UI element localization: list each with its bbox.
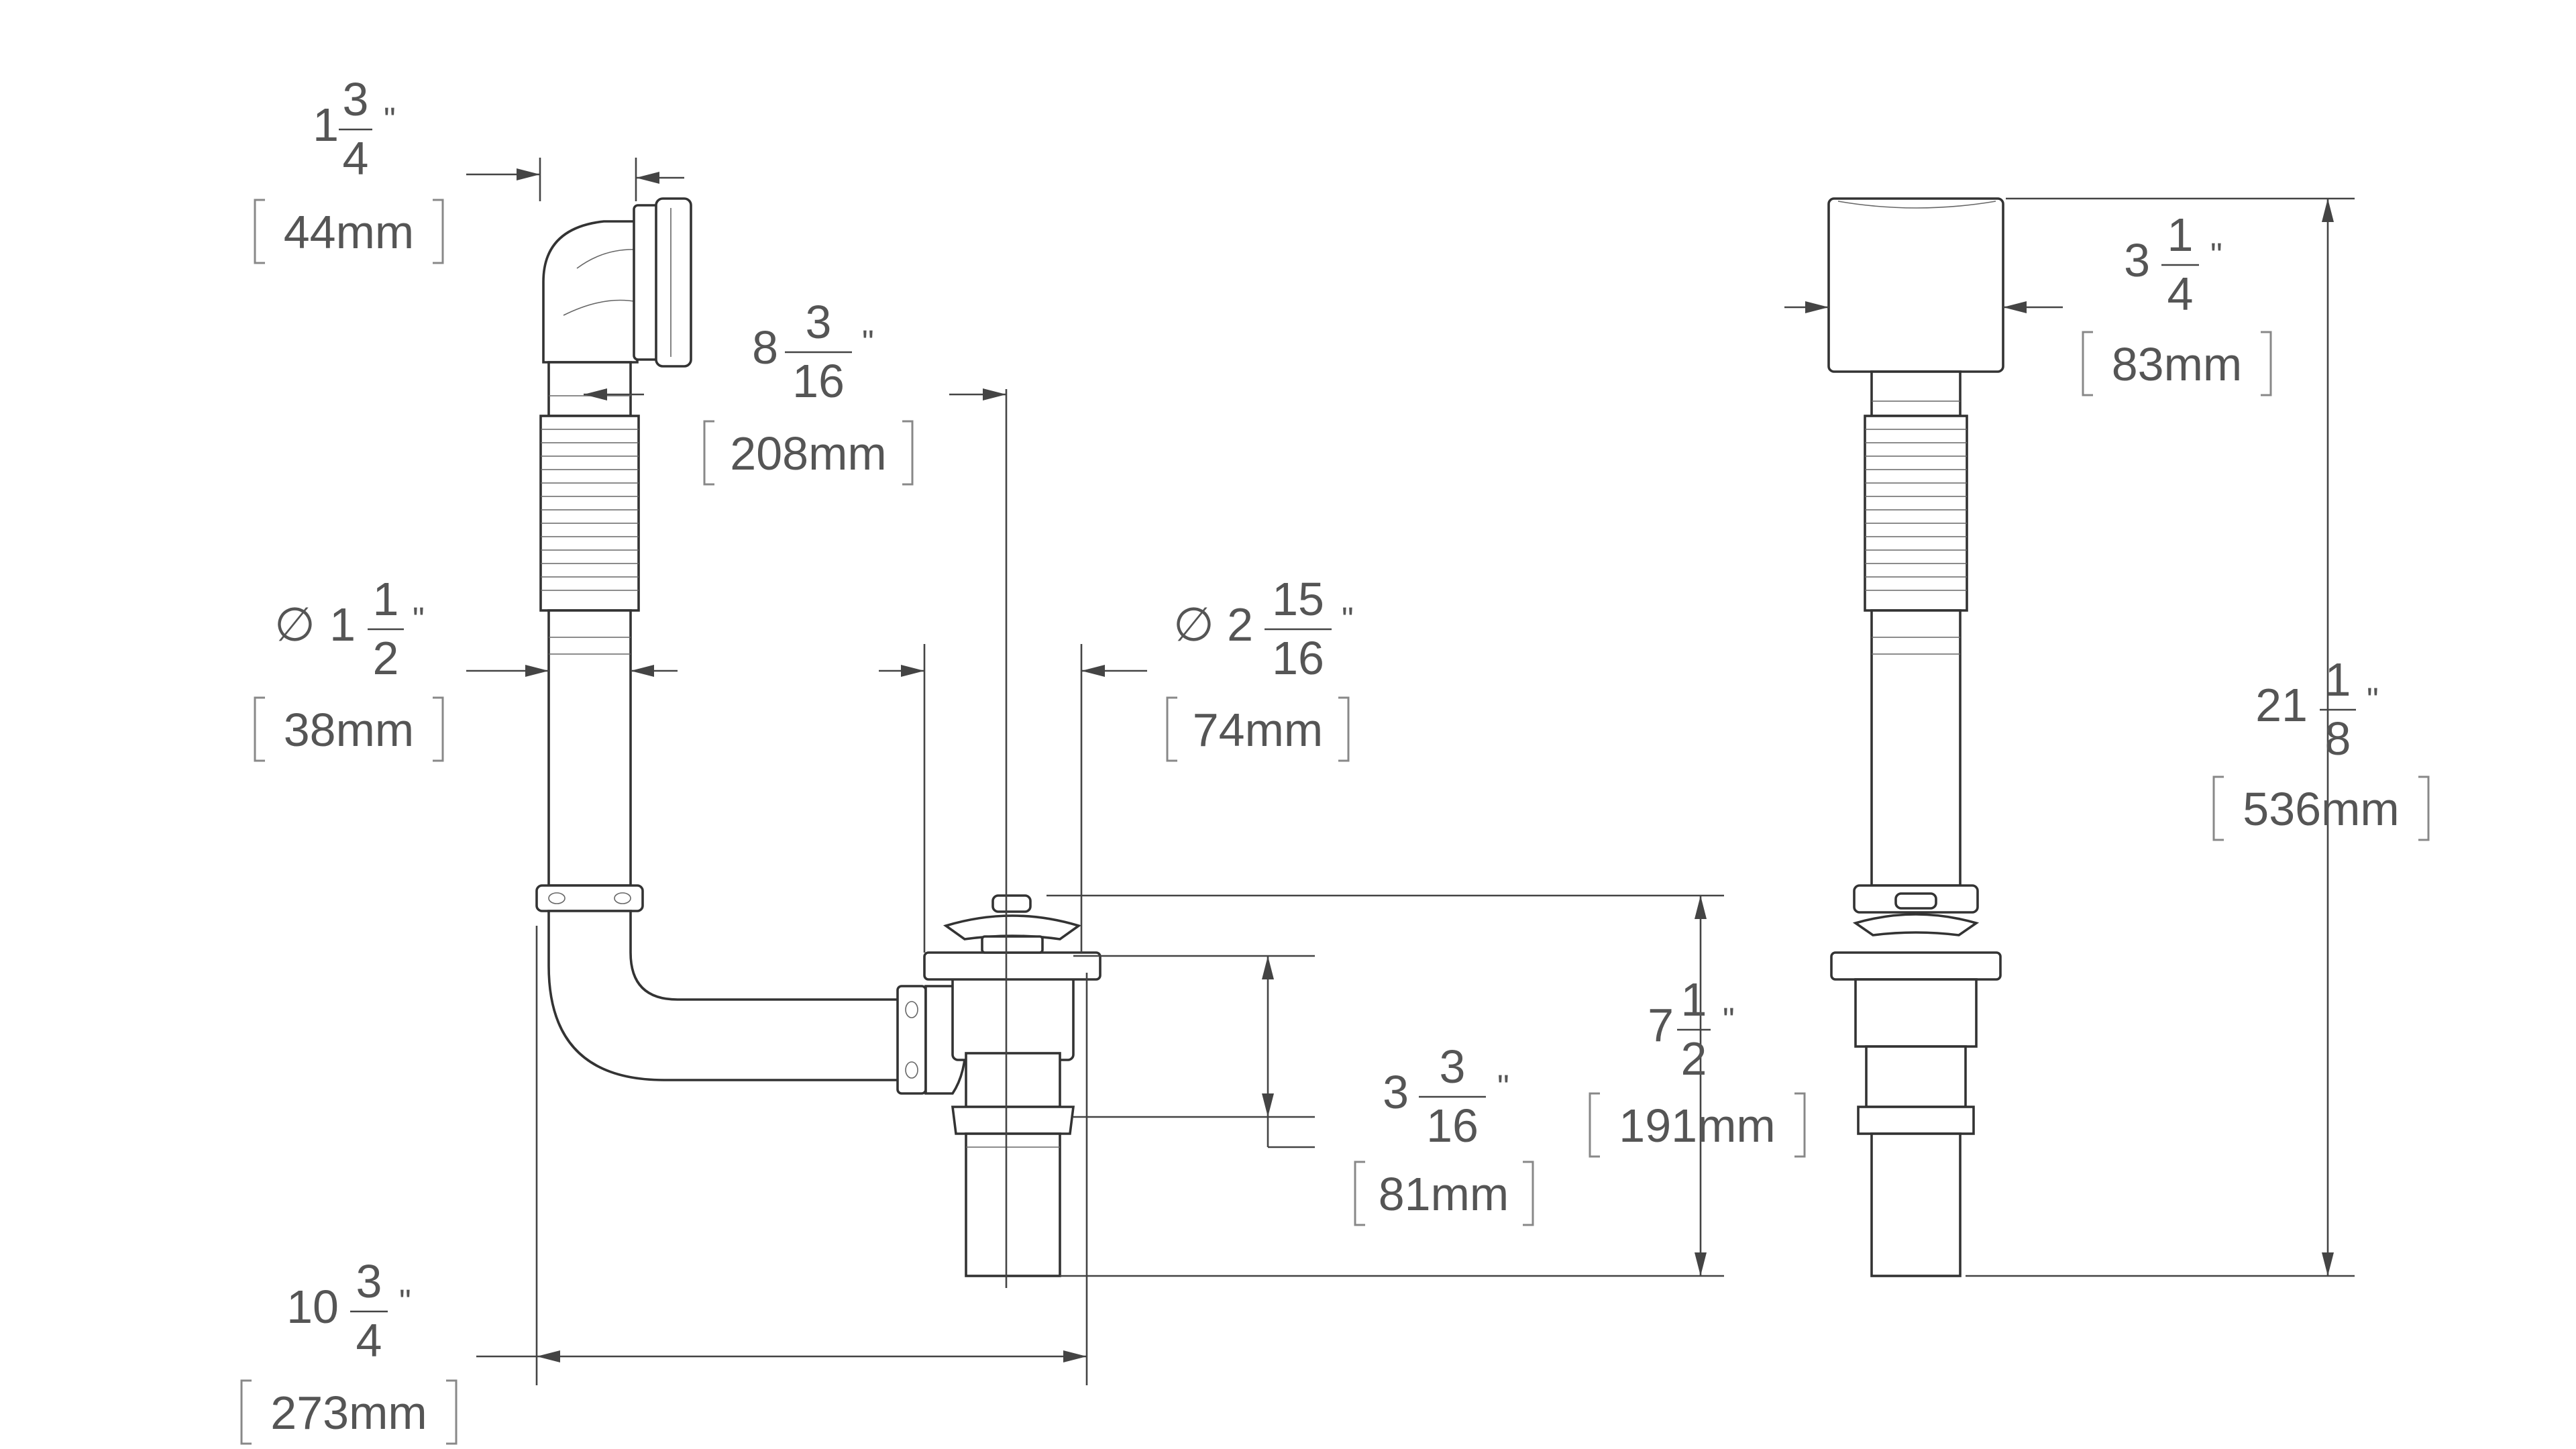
dim-unit: ": [384, 101, 396, 138]
dim-whole: 1: [329, 598, 356, 651]
vertical-pipe-lower: [547, 609, 632, 887]
front-drain-body: [1854, 978, 1978, 1048]
dim-metric: 536mm: [2243, 783, 2399, 835]
pipe-coupling: [535, 884, 644, 912]
dim-overall-width: 10 3 4 " 273mm: [240, 1255, 458, 1445]
dim-unit: ": [1723, 1001, 1735, 1038]
dim-numerator: 3: [806, 296, 832, 348]
dim-denominator: 16: [1426, 1099, 1479, 1152]
front-tailpiece: [1870, 1132, 1962, 1277]
diameter-icon: ∅: [1173, 598, 1214, 651]
dim-metric: 38mm: [284, 704, 414, 756]
dimension-lines: [466, 158, 2355, 1385]
front-drain-flange: [1830, 951, 2002, 981]
dim-metric: 191mm: [1619, 1099, 1775, 1152]
dim-denominator: 4: [343, 132, 369, 184]
dim-metric: 273mm: [270, 1387, 427, 1439]
vertical-pipe-upper: [547, 361, 632, 417]
dim-denominator: 2: [373, 632, 399, 684]
dim-unit: ": [2367, 681, 2379, 718]
dim-faceplate-width: 3 1 4 " 83mm: [2082, 209, 2272, 396]
front-stopper: [1852, 913, 1980, 936]
dim-metric: 74mm: [1193, 704, 1323, 756]
corrugation-lines: [541, 429, 639, 591]
front-corrugated-pipe: [1864, 415, 1968, 612]
dim-whole: 3: [2124, 234, 2150, 286]
dim-drain-diameter: ∅ 2 15 16 " 74mm: [1166, 573, 1354, 762]
front-stopper-knob: [1894, 892, 1937, 910]
front-drain-collar: [1857, 1106, 1975, 1135]
stopper-knob: [991, 894, 1032, 913]
front-drain-lower: [1865, 1045, 1967, 1108]
dim-denominator: 16: [1272, 632, 1324, 684]
dim-whole: 3: [1383, 1066, 1409, 1118]
dim-unit: ": [2210, 236, 2222, 274]
side-view-assembly: [535, 197, 1102, 1277]
dim-metric: 208mm: [730, 427, 886, 480]
dim-drain-height: 7 1 2 " 191mm: [1589, 973, 1806, 1158]
diameter-icon: ∅: [274, 598, 315, 651]
dim-whole: 21: [2255, 679, 2308, 731]
dim-numerator: 3: [1440, 1040, 1466, 1093]
dim-unit: ": [1342, 600, 1354, 638]
tee-nut: [896, 985, 927, 1095]
dim-denominator: 8: [2325, 712, 2351, 765]
dim-numerator: 1: [2325, 653, 2351, 706]
dim-pipe-diameter: ∅ 1 1 2 " 38mm: [254, 573, 444, 762]
dim-outlet-offset: 1 3 4 " 44mm: [254, 73, 444, 264]
dim-numerator: 1: [373, 573, 399, 625]
dim-overall-height: 21 1 8 " 536mm: [2212, 653, 2430, 841]
dim-denominator: 4: [356, 1314, 382, 1366]
dim-metric: 83mm: [2112, 338, 2242, 390]
front-pipe-lower: [1870, 609, 1962, 887]
dim-whole: 7: [1648, 999, 1674, 1051]
dim-unit: ": [862, 323, 874, 361]
dim-numerator: 3: [356, 1255, 382, 1307]
dim-unit: ": [413, 600, 425, 638]
front-pipe-upper: [1870, 370, 1962, 417]
overflow-faceplate: [655, 197, 692, 368]
dim-whole: 1: [313, 99, 339, 151]
overflow-elbow: [542, 220, 639, 364]
front-view-assembly: [1827, 197, 2004, 1277]
dim-numerator: 1: [1681, 973, 1707, 1026]
tailpiece: [965, 1132, 1061, 1277]
dim-metric: 44mm: [284, 206, 414, 258]
dim-whole: 2: [1227, 598, 1253, 651]
dim-unit: ": [399, 1283, 411, 1320]
front-corrugation-lines: [1865, 429, 1967, 591]
dim-whole: 10: [286, 1281, 339, 1333]
dim-numerator: 15: [1272, 573, 1324, 625]
corrugated-pipe: [539, 415, 640, 612]
drain-collar: [951, 1106, 1075, 1135]
dim-overflow-to-drain: 8 3 16 " 208mm: [703, 296, 914, 486]
dim-denominator: 4: [2167, 268, 2194, 320]
front-faceplate: [1827, 197, 2004, 373]
lower-elbow-pipe: [547, 910, 907, 1081]
dim-unit: ": [1497, 1068, 1509, 1106]
dim-denominator: 2: [1681, 1032, 1707, 1085]
dim-numerator: 3: [343, 73, 369, 125]
dim-numerator: 1: [2167, 209, 2194, 261]
dim-metric: 81mm: [1379, 1168, 1509, 1220]
dim-tailpiece-height: 3 3 16 " 81mm: [1354, 1040, 1534, 1226]
stopper-stem: [981, 935, 1044, 954]
drain-lower-body: [965, 1052, 1061, 1108]
dim-whole: 8: [752, 321, 778, 374]
dim-denominator: 16: [792, 355, 845, 407]
